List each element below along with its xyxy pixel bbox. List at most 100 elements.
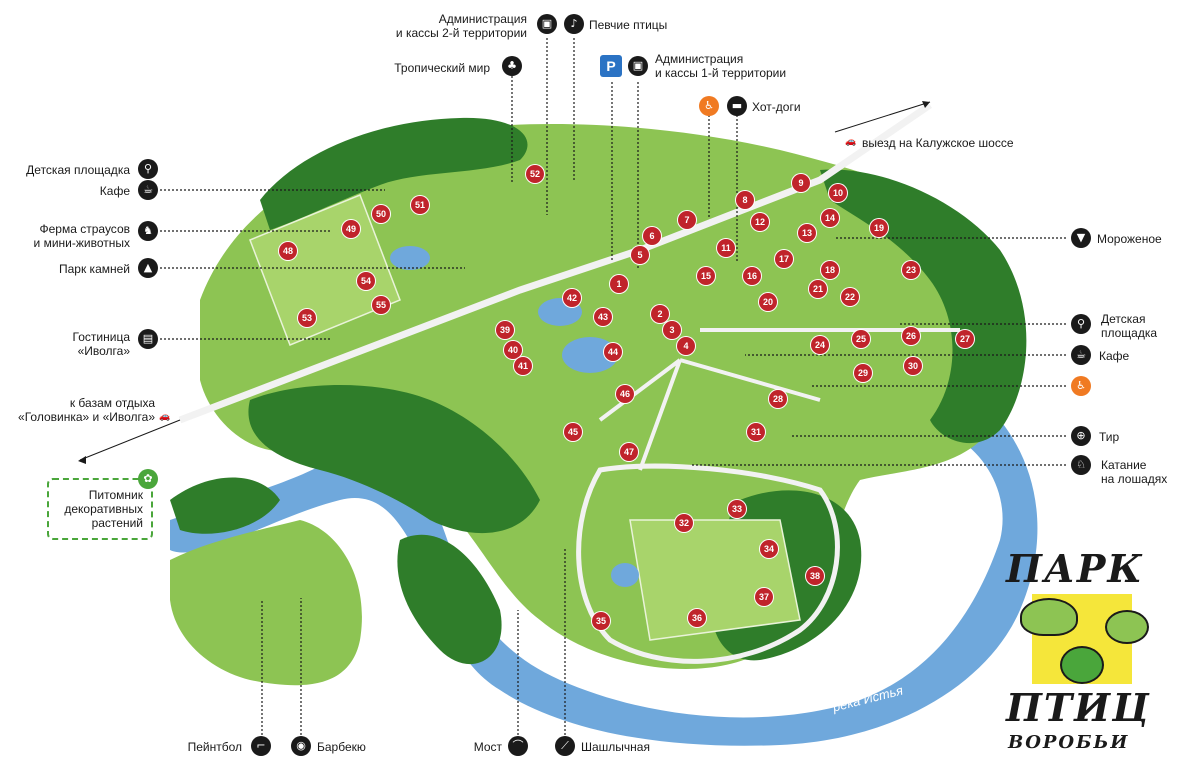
grill-icon[interactable]: ◉ — [291, 736, 311, 756]
map-marker-31[interactable]: 31 — [747, 423, 765, 441]
map-marker-29[interactable]: 29 — [854, 364, 872, 382]
toilet-icon-2[interactable]: ♿ — [1071, 376, 1091, 396]
label-admin1: Администрация и кассы 1-й территории — [655, 52, 787, 80]
map-marker-23[interactable]: 23 — [902, 261, 920, 279]
label-horses: Катание на лошадях — [1101, 458, 1168, 486]
forest-central — [248, 385, 540, 534]
map-marker-13[interactable]: 13 — [798, 224, 816, 242]
bicycle-icon[interactable]: ⚲ — [138, 159, 158, 179]
map-marker-10[interactable]: 10 — [829, 184, 847, 202]
map-marker-37[interactable]: 37 — [755, 588, 773, 606]
map-marker-41[interactable]: 41 — [514, 357, 532, 375]
label-shooting: Тир — [1099, 430, 1120, 444]
nursery-box[interactable]: Питомник декоративных растений — [47, 478, 153, 540]
label-nursery: Питомник декоративных растений — [64, 488, 143, 530]
car-icon-2: 🚗 — [159, 412, 171, 422]
map-marker-34[interactable]: 34 — [760, 540, 778, 558]
map-marker-20[interactable]: 20 — [759, 293, 777, 311]
map-marker-3[interactable]: 3 — [663, 321, 681, 339]
cup-icon[interactable]: ☕ — [138, 180, 158, 200]
map-marker-42[interactable]: 42 — [563, 289, 581, 307]
icecream-icon[interactable]: ▼ — [1071, 228, 1091, 248]
map-marker-12[interactable]: 12 — [751, 213, 769, 231]
map-marker-43[interactable]: 43 — [594, 308, 612, 326]
horse-icon[interactable]: ♘ — [1071, 455, 1091, 475]
map-marker-46[interactable]: 46 — [616, 385, 634, 403]
path-to-west — [79, 419, 181, 461]
parking-icon[interactable]: P — [600, 55, 622, 77]
logo-bird-1 — [1020, 598, 1078, 636]
map-marker-49[interactable]: 49 — [342, 220, 360, 238]
map-marker-16[interactable]: 16 — [743, 267, 761, 285]
map-marker-52[interactable]: 52 — [526, 165, 544, 183]
map-marker-5[interactable]: 5 — [631, 246, 649, 264]
map-marker-55[interactable]: 55 — [372, 296, 390, 314]
map-marker-51[interactable]: 51 — [411, 196, 429, 214]
map-marker-47[interactable]: 47 — [620, 443, 638, 461]
ticket-office-icon[interactable]: ▣ — [537, 14, 557, 34]
river — [170, 420, 1038, 746]
map-marker-7[interactable]: 7 — [678, 211, 696, 229]
logo-bird-3 — [1060, 646, 1104, 684]
leader-lines — [160, 38, 1066, 735]
map-marker-19[interactable]: 19 — [870, 219, 888, 237]
ostrich-icon[interactable]: ♞ — [138, 221, 158, 241]
map-marker-53[interactable]: 53 — [298, 309, 316, 327]
map-marker-45[interactable]: 45 — [564, 423, 582, 441]
map-marker-39[interactable]: 39 — [496, 321, 514, 339]
map-marker-48[interactable]: 48 — [279, 242, 297, 260]
map-marker-28[interactable]: 28 — [769, 390, 787, 408]
logo-line-1: ПАРК — [1006, 546, 1144, 591]
park-logo: ПАРК ПТИЦ ВОРОБЬИ — [1000, 540, 1180, 760]
skewer-icon[interactable]: ⟋ — [555, 736, 575, 756]
toilet-icon[interactable]: ♿ — [699, 96, 719, 116]
map-marker-2[interactable]: 2 — [651, 305, 669, 323]
ticket-office-icon-2[interactable]: ▣ — [628, 56, 648, 76]
map-marker-15[interactable]: 15 — [697, 267, 715, 285]
map-marker-50[interactable]: 50 — [372, 205, 390, 223]
palm-icon[interactable]: ♣ — [502, 56, 522, 76]
target-icon[interactable]: ⊕ — [1071, 426, 1091, 446]
bridge-icon[interactable]: ⌒ — [508, 736, 528, 756]
label-bridge: Мост — [473, 740, 502, 754]
bird-icon[interactable]: ♪ — [564, 14, 584, 34]
gun-icon[interactable]: ⌐ — [251, 736, 271, 756]
map-marker-21[interactable]: 21 — [809, 280, 827, 298]
map-marker-17[interactable]: 17 — [775, 250, 793, 268]
map-marker-32[interactable]: 32 — [675, 514, 693, 532]
map-marker-33[interactable]: 33 — [728, 500, 746, 518]
bicycle-icon-2[interactable]: ⚲ — [1071, 314, 1091, 334]
bed-icon[interactable]: ▤ — [138, 329, 158, 349]
map-marker-1[interactable]: 1 — [610, 275, 628, 293]
map-marker-36[interactable]: 36 — [688, 609, 706, 627]
map-marker-54[interactable]: 54 — [357, 272, 375, 290]
map-marker-40[interactable]: 40 — [504, 341, 522, 359]
map-marker-25[interactable]: 25 — [852, 330, 870, 348]
lower-left-grass — [170, 520, 362, 686]
map-marker-14[interactable]: 14 — [821, 209, 839, 227]
map-marker-35[interactable]: 35 — [592, 612, 610, 630]
map-marker-9[interactable]: 9 — [792, 174, 810, 192]
map-marker-30[interactable]: 30 — [904, 357, 922, 375]
map-marker-38[interactable]: 38 — [806, 567, 824, 585]
label-hotel: Гостиница «Иволга» — [72, 330, 130, 358]
map-marker-44[interactable]: 44 — [604, 343, 622, 361]
stones-icon[interactable]: ▲ — [138, 258, 158, 278]
map-marker-27[interactable]: 27 — [956, 330, 974, 348]
map-marker-26[interactable]: 26 — [902, 327, 920, 345]
map-marker-18[interactable]: 18 — [821, 261, 839, 279]
map-marker-11[interactable]: 11 — [717, 239, 735, 257]
forest-lower-left — [170, 477, 280, 534]
map-marker-4[interactable]: 4 — [677, 337, 695, 355]
sprout-icon[interactable]: ✿ — [138, 469, 158, 489]
hotdog-icon[interactable]: ▬ — [727, 96, 747, 116]
map-marker-8[interactable]: 8 — [736, 191, 754, 209]
label-kids-right: Детская площадка — [1101, 312, 1158, 340]
forest-river — [397, 534, 502, 665]
exit-arrowhead — [922, 101, 930, 108]
cup-icon-2[interactable]: ☕ — [1071, 345, 1091, 365]
map-marker-6[interactable]: 6 — [643, 227, 661, 245]
map-marker-24[interactable]: 24 — [811, 336, 829, 354]
logo-line-3: ВОРОБЬИ — [1008, 732, 1130, 753]
map-marker-22[interactable]: 22 — [841, 288, 859, 306]
